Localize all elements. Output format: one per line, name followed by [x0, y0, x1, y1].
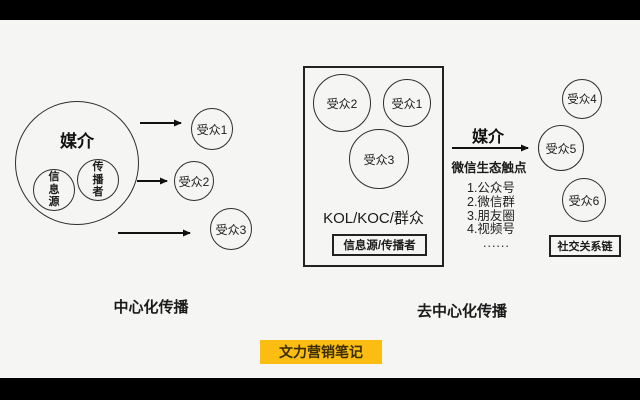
audience5-label: 受众5 [545, 141, 577, 156]
spreader-label: 传播者 [92, 161, 104, 199]
channel-list: 1.公众号 2.微信群 3.朋友圈 4.视频号 ...... [467, 181, 537, 251]
group-audience3-label: 受众3 [363, 152, 395, 167]
media-hub-title: 媒介 [60, 132, 94, 151]
channel-item-4: 4.视频号 [467, 222, 515, 237]
channel-item-2: 2.微信群 [467, 194, 515, 209]
audience6-circle: 受众6 [562, 178, 606, 222]
audience3-label: 受众3 [215, 222, 247, 237]
source-spreader-label: 信息源/传播者 [343, 240, 416, 252]
group-audience1-circle: 受众1 [383, 79, 431, 127]
channel-item-3: 3.朋友圈 [467, 208, 515, 223]
kol-caption: KOL/KOC/群众 [323, 210, 424, 227]
media-hub-circle [15, 101, 139, 225]
audience2-label: 受众2 [178, 174, 210, 189]
group-audience2-label: 受众2 [326, 96, 358, 111]
audience1-circle: 受众1 [191, 108, 233, 150]
source-spreader-box: 信息源/传播者 [332, 234, 427, 256]
social-chain-label: 社交关系链 [557, 241, 613, 253]
watermark-badge: 文力营销笔记 [260, 340, 382, 364]
channel-item-1: 1.公众号 [467, 181, 515, 195]
audience3-circle: 受众3 [210, 208, 252, 250]
audience1-label: 受众1 [196, 122, 228, 137]
centralized-label: 中心化传播 [113, 299, 189, 316]
info-source-label: 信息源 [48, 171, 60, 209]
audience4-label: 受众4 [567, 94, 597, 106]
social-chain-box: 社交关系链 [549, 235, 621, 257]
diagram-canvas: 媒介 信息源 传播者 受众1 受众2 受众3 中心化传播 受众2 受众1 受众3… [0, 20, 640, 378]
kol-group-box [303, 66, 444, 267]
audience2-circle: 受众2 [174, 161, 214, 201]
channel-media-title: 媒介 [471, 129, 504, 146]
info-source-circle: 信息源 [33, 169, 75, 211]
group-audience1-label: 受众1 [391, 96, 423, 111]
group-audience2-circle: 受众2 [313, 74, 371, 132]
channel-item-ellipsis: ...... [483, 236, 510, 251]
audience5-circle: 受众5 [538, 125, 584, 171]
decentralized-label: 去中心化传播 [416, 303, 507, 320]
audience6-label: 受众6 [568, 193, 600, 208]
watermark-label: 文力营销笔记 [279, 344, 363, 360]
group-audience3-circle: 受众3 [349, 129, 409, 189]
spreader-circle: 传播者 [77, 159, 119, 201]
channel-subtitle: 微信生态触点 [451, 161, 527, 175]
audience4-circle: 受众4 [562, 79, 602, 119]
